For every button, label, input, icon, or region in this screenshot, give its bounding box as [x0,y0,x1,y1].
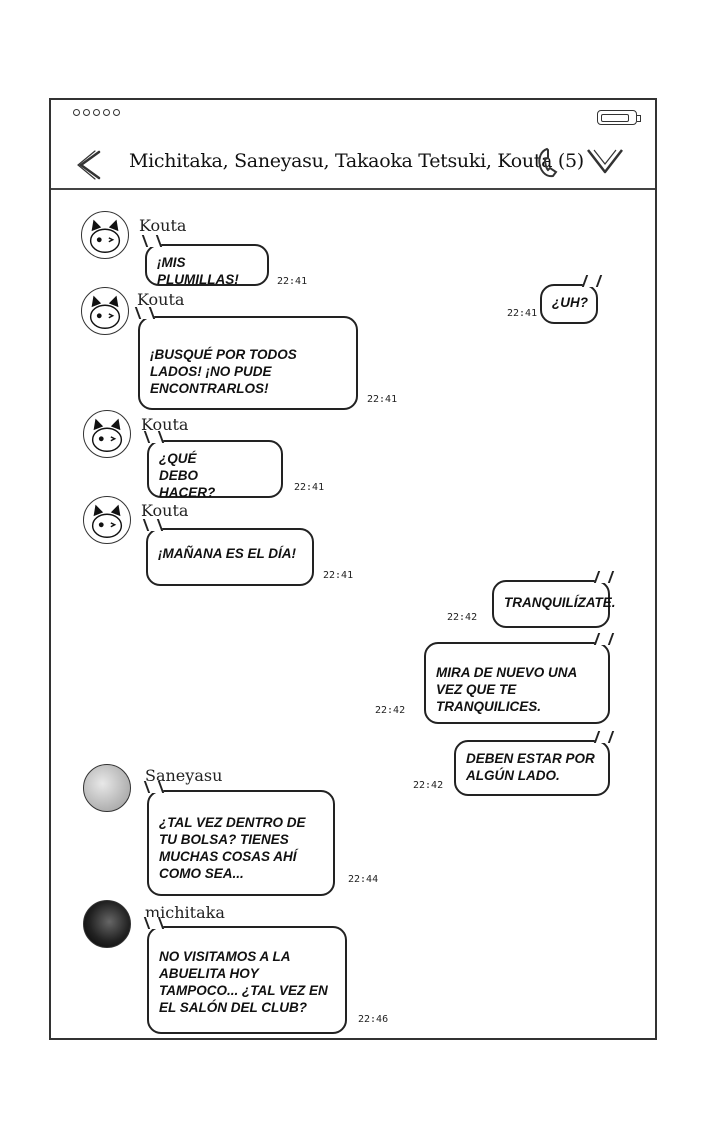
message-bubble[interactable]: ¡MIS PLUMILLAS! [145,244,269,287]
message-time: 22:46 [358,1014,389,1025]
sender-name: Kouta [137,290,185,309]
message-bubble[interactable]: ¿QUÉ DEBO HACER? [147,440,283,500]
message-time: 22:41 [277,276,308,287]
sender-name: Kouta [141,415,189,434]
sender-name: Kouta [141,501,189,520]
message-time: 22:42 [447,612,478,623]
phone-icon[interactable] [535,146,561,180]
message-bubble[interactable]: ¡BUSQUÉ POR TODOS LADOS! ¡NO PUDE ENCONT… [138,316,358,410]
chat-title: Michitaka, Saneyasu, Takaoka Tetsuki, Ko… [129,150,584,172]
avatar-kouta [81,287,129,335]
sender-name: Kouta [139,216,187,235]
signal-dots [73,109,120,116]
avatar-michitaka [83,900,131,948]
message-bubble[interactable]: ¿TAL VEZ DENTRO DE TU BOLSA? TIENES MUCH… [147,790,335,896]
message-bubble[interactable]: DEBEN ESTAR POR ALGÚN LADO. [454,740,610,796]
message-bubble[interactable]: TRANQUILÍZATE. [492,580,616,628]
message-bubble[interactable]: ¡MAÑANA ES EL DÍA! [146,528,314,586]
message-bubble[interactable]: ¿UH? [540,284,598,324]
avatar-kouta [83,496,131,544]
message-time: 22:44 [348,874,379,885]
chevron-left-icon[interactable] [75,148,105,182]
signal-dot [93,109,100,116]
sender-name: Saneyasu [145,766,223,785]
message-time: 22:41 [507,308,538,319]
chat-window: Michitaka, Saneyasu, Takaoka Tetsuki, Ko… [49,98,657,1040]
message-time: 22:42 [375,705,406,716]
sender-name: michitaka [145,903,225,922]
avatar-saneyasu [83,764,131,812]
message-time: 22:42 [413,780,444,791]
chat-header: Michitaka, Saneyasu, Takaoka Tetsuki, Ko… [51,100,655,190]
message-time: 22:41 [323,570,354,581]
chevron-down-icon[interactable] [585,146,625,176]
signal-dot [83,109,90,116]
message-bubble[interactable]: NO VISITAMOS A LA ABUELITA HOY TAMPOCO..… [147,926,347,1034]
avatar-kouta [83,410,131,458]
signal-dot [73,109,80,116]
signal-dot [103,109,110,116]
avatar-kouta [81,211,129,259]
message-bubble[interactable]: MIRA DE NUEVO UNA VEZ QUE TE TRANQUILICE… [424,642,610,724]
message-time: 22:41 [294,482,325,493]
message-time: 22:41 [367,394,398,405]
battery-icon [597,110,641,125]
signal-dot [113,109,120,116]
